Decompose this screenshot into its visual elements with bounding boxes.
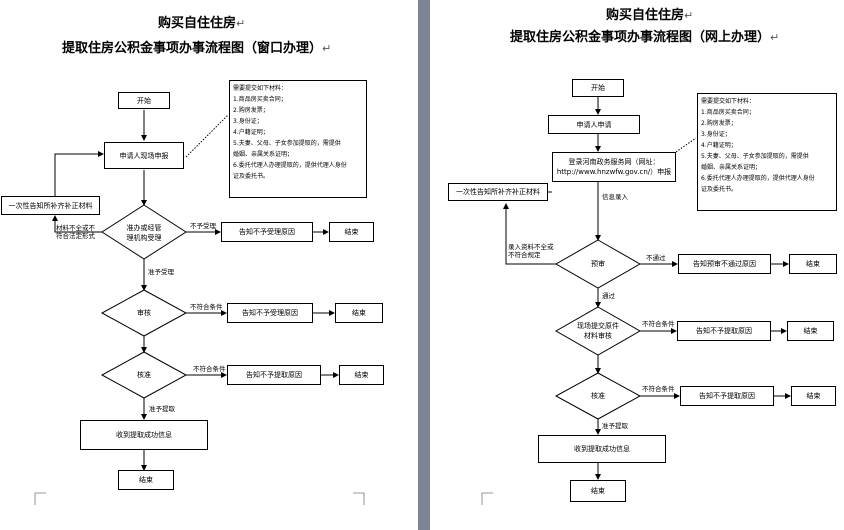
notify-no-withdraw-node: 告知不予提取原因 [677,321,771,341]
flowchart-connectors [481,97,791,505]
receive-success-node: 收到提取成功信息 [80,420,208,450]
notify-resubmit-node: 一次性告知所补齐补正材料 [448,183,548,201]
flowchart-connectors [34,110,365,505]
end-node: 结束 [335,303,383,323]
end-node: 结束 [789,254,837,274]
not-meet-label: 不符合条件 [642,385,675,393]
end-node: 结束 [787,321,834,341]
approve-decision-label: 核准 [591,392,605,400]
page-subtitle: 提取住房公积金事项办事流程图（窗口办理）↵ [62,41,332,56]
required-materials-note: 需要提交如下材料：1.商品房买卖合同；2.购房发票； 3.身份证；4.户籍证明；… [697,93,837,211]
not-meet-label: 不符合条件 [642,320,675,328]
info-input-label: 信息录入 [602,193,628,201]
final-end-node: 结束 [118,470,174,490]
no-accept-label: 不予受理 [190,222,216,230]
not-meet-label: 不符合条件 [193,365,226,373]
not-pass-label: 不通过 [646,254,666,262]
notify-no-accept-node: 告知不予受理原因 [221,222,313,242]
login-portal-node: 登录河南政务服务网（网址：http://www.hnzwfw.gov.cn/）申… [552,152,676,182]
receive-success-node: 收到提取成功信息 [538,435,666,463]
required-materials-note: 需要提交如下材料：1.商品房买卖合同；2.购房发票； 3.身份证；4.户籍证明；… [229,80,367,198]
end-node: 结束 [329,222,374,242]
page-gap [418,0,430,530]
apply-node: 申请人申请 [548,115,640,134]
page-title: 购买自住住房↵ [606,8,694,23]
accept-label: 准予受理 [148,268,174,276]
accept-decision-label: 准办或经管理机构受理 [126,224,162,242]
site-check-decision-label: 现场提交原件材料审核 [577,322,619,340]
allow-withdraw-label: 准予提取 [602,422,628,430]
approve-decision-label: 核准 [137,371,151,379]
notify-no-withdraw-node: 告知不予提取原因 [227,365,321,385]
notify-no-accept-node: 告知不予受理原因 [227,303,313,323]
start-node: 开始 [572,79,624,97]
not-meet-label: 不符合条件 [190,303,223,311]
notify-no-withdraw-node: 告知不予提取原因 [680,386,774,406]
end-node: 结束 [791,386,836,406]
final-end-node: 结束 [570,480,626,502]
notify-not-pass-node: 告知预审不通过原因 [678,254,771,274]
review-decision-label: 审核 [137,309,151,317]
page-title: 购买自住住房↵ [158,16,246,31]
material-incomplete-label: 材料不全或不符合法定形式 [56,224,95,240]
incomplete-data-label: 录入资料不全或不符合规定 [508,243,554,259]
start-node: 开始 [118,92,170,109]
page-subtitle: 提取住房公积金事项办事流程图（网上办理）↵ [510,30,780,45]
apply-onsite-node: 申请人现场申报 [104,142,184,169]
right-document-page: 购买自住住房↵ 提取住房公积金事项办事流程图（网上办理）↵ [430,0,844,530]
allow-withdraw-label: 准予提取 [149,405,175,413]
notify-resubmit-node: 一次性告知所补齐补正材料 [1,196,100,215]
left-document-page: 购买自住住房↵ 提取住房公积金事项办事流程图（窗口办理）↵ [0,0,418,530]
precheck-decision-label: 预审 [591,260,605,268]
pass-label: 通过 [602,292,615,300]
end-node: 结束 [339,365,384,385]
